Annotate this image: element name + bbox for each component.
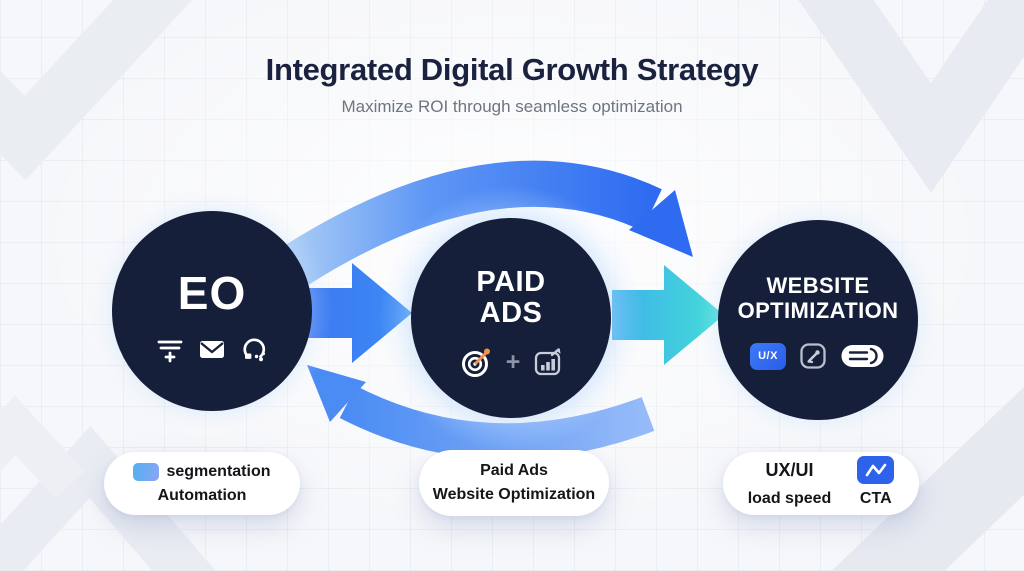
- pill-cta-text: CTA: [859, 490, 892, 507]
- node-paid-ads-icons: +: [459, 345, 564, 379]
- pill-website-col2: CTA: [857, 456, 895, 511]
- email-icon: [200, 341, 224, 358]
- pill-load-speed-text: load speed: [747, 489, 832, 507]
- node-paid-ads: PAID ADS +: [411, 218, 611, 418]
- pill-paid-text2: Website Optimization: [432, 486, 596, 503]
- pill-seo-text1: segmentation: [166, 462, 271, 480]
- zigzag-top-left: [0, 0, 193, 181]
- gradient-swatch-icon: [133, 462, 160, 481]
- band-bottom-right: [831, 386, 1024, 571]
- node-website-line2: OPTIMIZATION: [737, 298, 899, 323]
- node-website-icons: U/X: [750, 339, 886, 373]
- label-pill-website: UX/UI load speed CTA: [723, 452, 919, 515]
- node-seo-label: EO: [177, 267, 247, 319]
- node-website-label: WEBSITE OPTIMIZATION: [738, 273, 899, 324]
- bar-chart-icon: [535, 348, 561, 376]
- pill-ux-text: UX/UI: [765, 459, 814, 480]
- page-title: Integrated Digital Growth Strategy: [265, 52, 759, 87]
- launch-icon: [800, 343, 826, 369]
- button-pill-icon: [841, 345, 884, 368]
- chevron-top-right: [798, 0, 1024, 193]
- plus-separator: +: [505, 347, 521, 376]
- target-dart-icon: [461, 348, 490, 378]
- node-seo-icons: [156, 332, 268, 366]
- node-website-line1: WEBSITE: [766, 272, 870, 298]
- cta-envelope-icon: [857, 456, 895, 484]
- filter-plus-icon: [157, 340, 183, 363]
- label-pill-paid-ads: Paid Ads Website Optimization: [419, 450, 609, 516]
- node-seo: EO: [112, 211, 312, 411]
- ux-badge: U/X: [750, 342, 786, 370]
- zigzag-bottom-left-1: [0, 425, 216, 571]
- pill-paid-text1: Paid Ads: [480, 462, 548, 479]
- pill-website-col1: UX/UI load speed: [748, 457, 832, 511]
- node-website-optimization: WEBSITE OPTIMIZATION U/X: [718, 220, 918, 420]
- label-pill-seo: segmentation Automation: [104, 452, 300, 515]
- pill-website-columns: UX/UI load speed CTA: [748, 456, 895, 511]
- page-subtitle: Maximize ROI through seamless optimizati…: [341, 97, 683, 116]
- automation-arc-icon: [243, 338, 266, 362]
- pill-seo-text2: Automation: [157, 486, 247, 504]
- node-paid-ads-line2: ADS: [479, 297, 543, 329]
- node-paid-ads-line1: PAID: [476, 265, 546, 298]
- pill-seo-line1: segmentation: [133, 460, 271, 484]
- node-paid-ads-label: PAID ADS: [476, 265, 546, 330]
- zigzag-bottom-left-2: [0, 395, 85, 499]
